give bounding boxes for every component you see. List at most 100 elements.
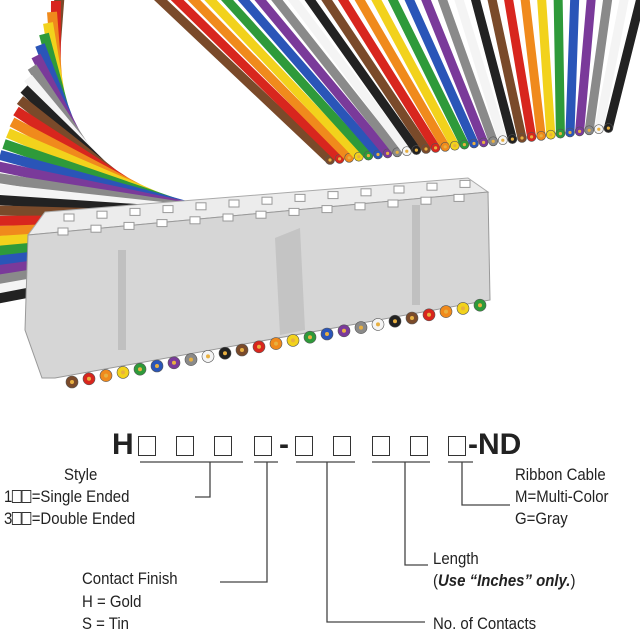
conductor: [70, 380, 74, 384]
wire: [454, 0, 508, 145]
conductor: [366, 154, 370, 158]
contact-hole: [90, 224, 102, 233]
contacts-title: No. of Contacts: [433, 614, 537, 633]
wire: [487, 0, 527, 143]
wire: [187, 0, 354, 163]
wire: [304, 0, 421, 155]
conductor: [395, 150, 399, 154]
contact-hole: [453, 193, 465, 202]
wire: [337, 0, 441, 153]
conductor: [530, 135, 534, 139]
conductor: [121, 370, 125, 375]
contact-hole: [123, 221, 135, 230]
wire: [371, 0, 460, 151]
paren-open: (: [433, 571, 438, 590]
part-prefix: H: [112, 428, 134, 461]
length-note-text: Use “Inches” only.: [437, 571, 571, 590]
wire: [575, 0, 596, 136]
wire: [537, 0, 556, 140]
length-note: (Use “Inches” only.): [433, 572, 575, 589]
wire: [504, 0, 537, 142]
wire: [387, 0, 469, 150]
wire: [584, 0, 613, 135]
conductor: [414, 148, 418, 152]
contact-hole: [321, 205, 333, 214]
underline-contacts: [296, 461, 425, 623]
conductor: [434, 146, 438, 150]
conductor: [462, 143, 466, 147]
conductor: [325, 332, 329, 336]
conductor: [606, 126, 611, 130]
style-double-text: =Double Ended: [31, 509, 136, 528]
conductor: [189, 357, 193, 362]
contact-hole: [189, 216, 201, 225]
part-suffix: -ND: [468, 428, 522, 461]
contact-hole: [261, 196, 273, 205]
conductor: [478, 303, 482, 308]
wire: [421, 0, 489, 147]
conductor: [444, 309, 448, 314]
wire: [221, 0, 373, 161]
conductor: [443, 145, 447, 149]
wire: [271, 0, 402, 157]
contact-hole: [63, 213, 75, 222]
style-double-prefix: 3: [4, 509, 13, 528]
conductor: [359, 325, 363, 330]
conductor: [172, 360, 176, 365]
conductor: [138, 367, 142, 372]
conductor: [308, 335, 312, 340]
wire: [594, 0, 629, 134]
wire: [237, 0, 383, 159]
code-box: [254, 436, 272, 456]
conductor: [520, 136, 524, 140]
contact-hole: [426, 182, 438, 191]
contact-hole: [387, 199, 399, 208]
ribbon-cable-illustration: [0, 0, 640, 389]
wire: [254, 0, 393, 158]
wire: [170, 0, 345, 164]
finish-gold: H = Gold: [82, 592, 142, 611]
contact-hole: [327, 191, 339, 200]
rib: [412, 205, 420, 305]
latch: [275, 228, 305, 335]
code-box: [295, 436, 313, 456]
conductor: [376, 152, 380, 157]
style-double: 3 =Double Ended: [4, 510, 135, 527]
code-box: [372, 436, 390, 456]
contact-hole: [156, 219, 168, 228]
conductor: [328, 158, 332, 162]
ribbon-multi: M=Multi-Color: [515, 487, 609, 506]
wire: [404, 0, 479, 148]
style-single-text: =Single Ended: [31, 487, 130, 506]
code-box: [138, 436, 156, 456]
conductor: [597, 127, 601, 131]
conductor: [240, 348, 244, 352]
contact-hole: [162, 205, 174, 214]
contact-hole: [288, 207, 300, 216]
part-separator: -: [279, 428, 289, 461]
conductor: [291, 338, 295, 343]
conductor: [427, 312, 431, 317]
contact-hole: [195, 202, 207, 211]
contact-hole: [255, 210, 267, 219]
contact-hole: [294, 193, 306, 202]
wire: [553, 0, 565, 139]
code-box: [176, 436, 194, 456]
wire: [154, 0, 335, 165]
conductor: [104, 373, 108, 378]
contact-hole: [354, 202, 366, 211]
rib: [118, 250, 126, 350]
ribbon-gray: G=Gray: [515, 509, 568, 528]
conductor: [155, 364, 159, 368]
contact-hole: [360, 188, 372, 197]
conductor: [549, 133, 553, 137]
conductor: [558, 132, 563, 136]
code-box: [333, 436, 351, 456]
code-box: [214, 436, 232, 456]
conductor: [510, 137, 514, 141]
conductor: [376, 322, 380, 327]
contact-hole: [222, 213, 234, 222]
wire: [603, 0, 640, 133]
conductor: [472, 141, 476, 146]
